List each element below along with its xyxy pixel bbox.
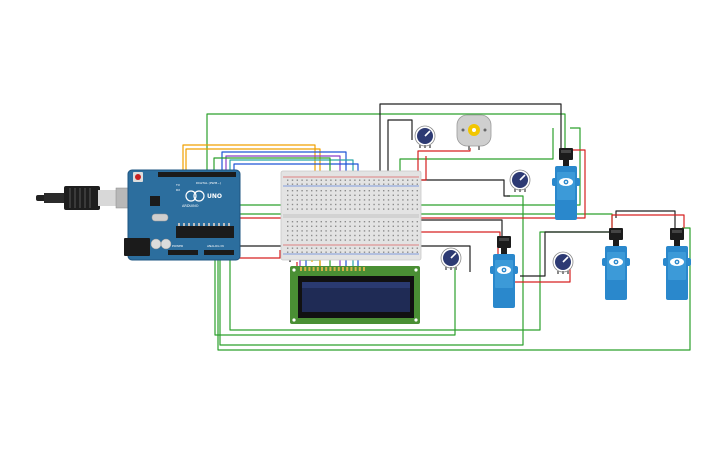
potentiometers bbox=[414, 125, 574, 274]
servo-motor[interactable] bbox=[552, 148, 580, 220]
board-model-label: UNO bbox=[207, 193, 222, 200]
power-header-label: POWER bbox=[172, 244, 183, 248]
servos bbox=[490, 148, 691, 308]
digital-header-label: DIGITAL (PWM~) bbox=[196, 181, 221, 185]
capacitor bbox=[150, 238, 162, 250]
potentiometer[interactable] bbox=[552, 251, 574, 274]
tx-label: TX bbox=[175, 183, 180, 187]
wire-green[interactable] bbox=[399, 128, 554, 176]
arduino-logo bbox=[185, 190, 197, 202]
servo-motor[interactable] bbox=[602, 228, 630, 300]
wire-black[interactable] bbox=[379, 103, 562, 176]
wire-green[interactable] bbox=[217, 227, 691, 351]
capacitor bbox=[160, 238, 172, 250]
potentiometer[interactable] bbox=[509, 169, 531, 192]
lcd-pin-header bbox=[300, 267, 365, 271]
lcd-display[interactable] bbox=[290, 266, 420, 324]
power-jack bbox=[124, 238, 150, 256]
servo-motor[interactable] bbox=[490, 236, 518, 308]
analog-header bbox=[204, 250, 234, 255]
wire-black[interactable] bbox=[387, 119, 413, 176]
potentiometer[interactable] bbox=[414, 125, 436, 148]
wire-red[interactable] bbox=[611, 214, 685, 236]
wire-black[interactable] bbox=[410, 245, 471, 272]
wire-orange[interactable] bbox=[182, 144, 316, 192]
wire-black[interactable] bbox=[410, 179, 510, 197]
breadboard-holes bbox=[287, 179, 418, 253]
microcontroller-chip bbox=[176, 226, 234, 238]
rx-label: RX bbox=[176, 188, 180, 192]
wire-black[interactable] bbox=[615, 210, 676, 228]
arduino-uno-board[interactable]: UNO ARDUINO TX RX DIGITAL (PWM~) POWER A… bbox=[124, 169, 241, 261]
potentiometer[interactable] bbox=[440, 247, 462, 270]
board-brand-label: ARDUINO bbox=[182, 204, 199, 208]
wire-green[interactable] bbox=[214, 258, 456, 336]
wires-layer bbox=[182, 103, 691, 351]
digital-header bbox=[158, 172, 236, 177]
wire-black[interactable] bbox=[520, 231, 612, 277]
wire-green[interactable] bbox=[219, 195, 524, 346]
usb-cable bbox=[36, 186, 135, 210]
wire-green[interactable] bbox=[206, 113, 566, 172]
crystal bbox=[151, 213, 169, 222]
power-header bbox=[168, 250, 198, 255]
wire-red[interactable] bbox=[418, 231, 501, 236]
analog-header-label: ANALOG IN bbox=[207, 244, 224, 248]
servo-motor[interactable] bbox=[663, 228, 691, 300]
breadboard[interactable] bbox=[280, 170, 422, 261]
dc-motor[interactable] bbox=[456, 114, 492, 150]
